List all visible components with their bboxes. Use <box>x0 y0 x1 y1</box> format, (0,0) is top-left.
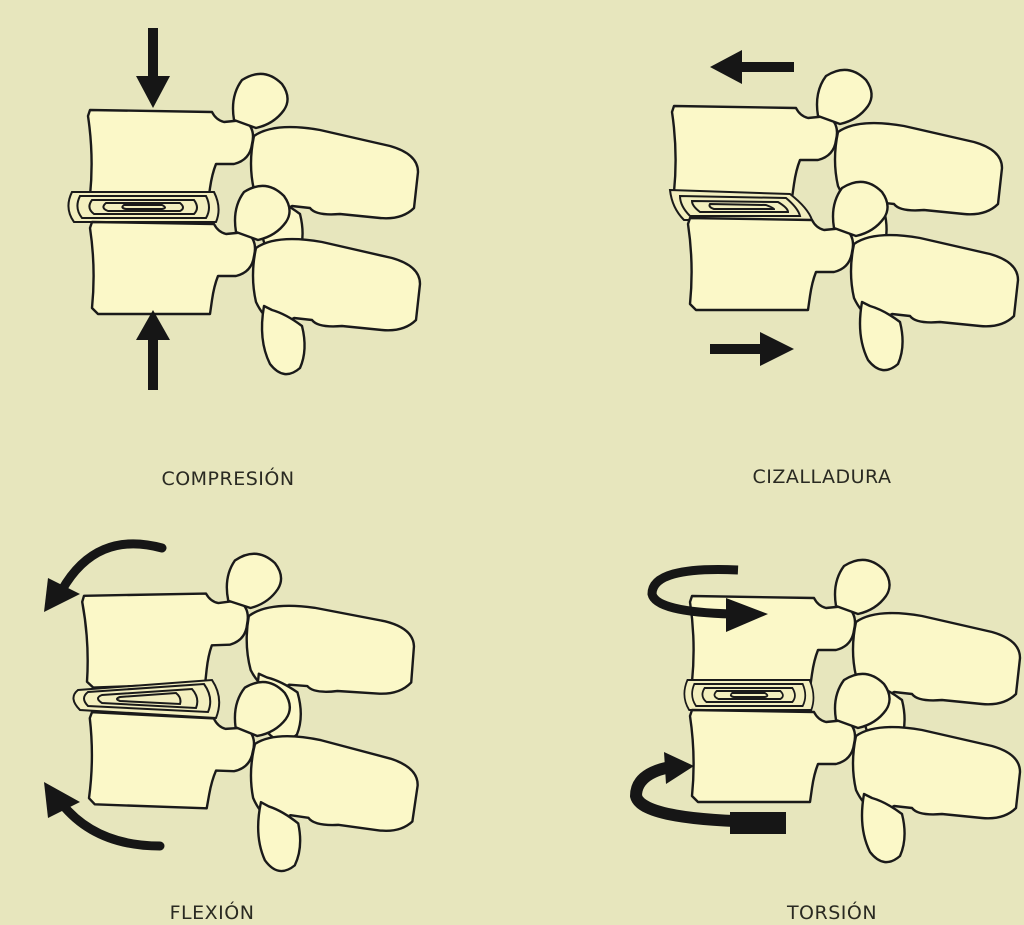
rotation-arrow-upper-icon <box>647 565 768 632</box>
label-shear: CIZALLADURA <box>752 466 892 488</box>
panel-shear <box>669 50 1020 372</box>
intervertebral-disc <box>67 191 220 223</box>
panel-flexion <box>44 539 423 877</box>
panel-compression <box>67 28 422 390</box>
curved-arrow-lower-icon <box>44 782 165 851</box>
intervertebral-disc <box>669 189 813 221</box>
intervertebral-disc <box>683 679 815 711</box>
rotation-arrow-lower-icon <box>629 752 786 834</box>
curved-arrow-upper-icon <box>44 539 167 612</box>
panel-torsion <box>629 558 1022 864</box>
label-flexion: FLEXIÓN <box>169 902 255 924</box>
left-arrow-icon <box>710 50 794 84</box>
label-torsion: TORSIÓN <box>786 902 878 924</box>
down-arrow-icon <box>136 28 170 108</box>
right-arrow-icon <box>710 332 794 366</box>
up-arrow-icon <box>136 310 170 390</box>
label-compression: COMPRESIÓN <box>161 468 295 490</box>
